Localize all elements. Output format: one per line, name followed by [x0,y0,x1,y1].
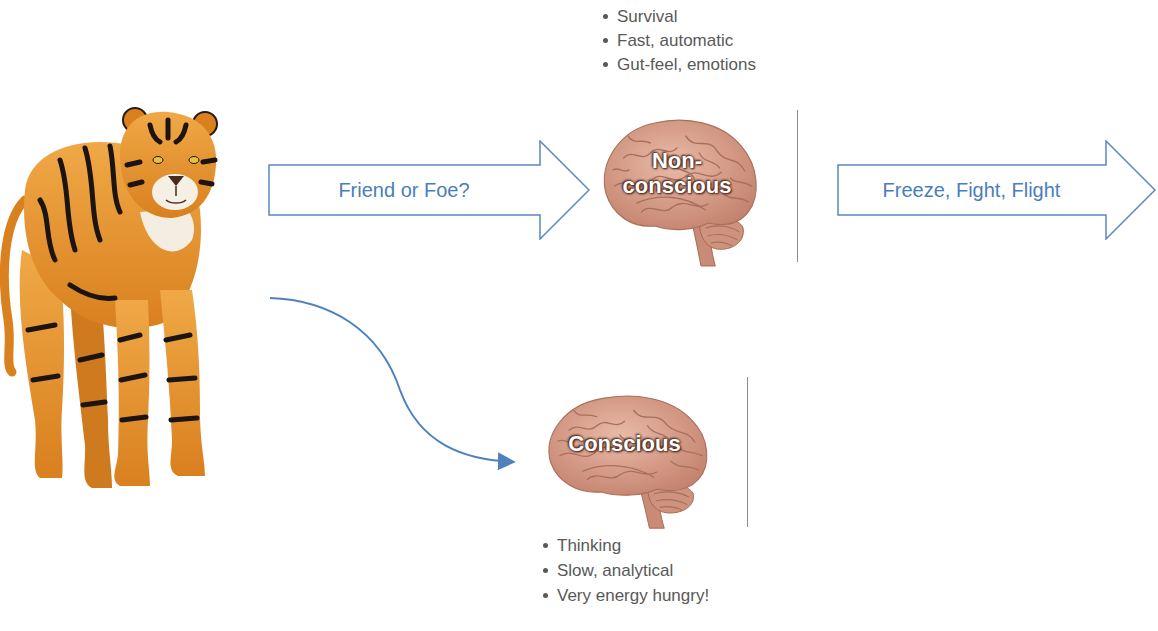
brain-label: Conscious [568,432,680,456]
brain-node: Non-conscious [588,108,766,268]
block-arrow-outline [269,141,589,239]
divider-line [797,110,798,262]
bullet-item: Survival [602,7,677,27]
brain-cerebrum [549,396,707,495]
bullet-dot [603,62,608,67]
brain-cerebrum [604,120,756,229]
bullet-text: Slow, analytical [557,561,673,580]
divider-line [747,377,748,527]
bullet-text: Fast, automatic [617,31,733,50]
arrow-label: Friend or Foe? [338,179,469,201]
tiger-eye [189,157,199,164]
brain-node: Conscious [532,385,717,530]
tiger-leg [114,300,150,486]
tiger-muzzle [152,174,198,210]
bullet-item: Fast, automatic [602,31,733,51]
text-holder: Non-conscious [588,108,766,239]
text-holder: Freeze, Fight, Flight [839,165,1104,215]
tiger-leg [160,290,205,476]
arrow-label: Freeze, Fight, Flight [883,179,1061,201]
tiger-eye [153,157,163,164]
bullet-item: Thinking [542,536,621,556]
tiger-nose [168,176,184,186]
bullet-text: Very energy hungry! [557,586,709,605]
curved-arrow [270,298,514,462]
brain-folds [613,136,752,212]
block-arrow: Freeze, Fight, Flight [837,140,1156,240]
tiger-mouth [166,186,186,203]
brain-cerebellum-folds [654,492,689,510]
bullet-text: Gut-feel, emotions [617,55,756,74]
brain-cerebellum-folds [705,226,739,246]
brain-label: Non-conscious [613,149,741,197]
bullet-item: Gut-feel, emotions [602,55,756,75]
tiger-head [120,112,216,218]
bullet-text: Survival [617,7,677,26]
brain-folds [558,410,702,479]
text-holder: Friend or Foe? [270,165,538,215]
block-arrow-outline [838,141,1155,239]
bullet-dot [543,568,548,573]
tiger-stripes [28,120,215,420]
block-arrow: Friend or Foe? [268,140,590,240]
bullet-item: Very energy hungry! [542,586,709,606]
bullet-text: Thinking [557,536,621,555]
bullet-dot [603,14,608,19]
bullet-dot [543,543,548,548]
brain-illustration [532,385,717,530]
bullet-dot [603,38,608,43]
text-holder: Conscious [532,385,717,504]
bullet-item: Slow, analytical [542,561,673,581]
tiger-illustration [4,108,217,488]
bullet-dot [543,593,548,598]
